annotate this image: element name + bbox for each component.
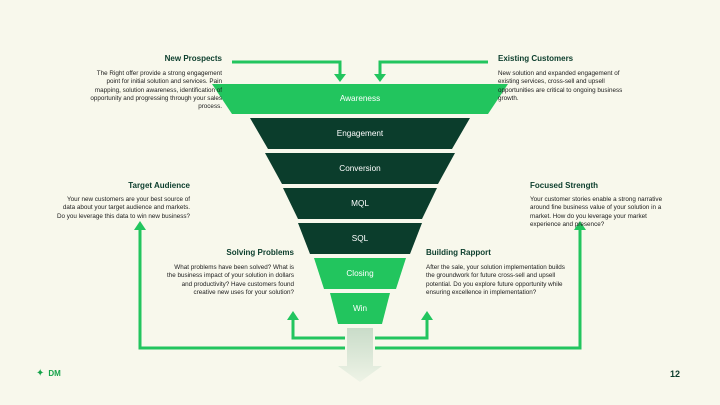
arrow-loop-left bbox=[138, 228, 345, 350]
stage-label-conversion: Conversion bbox=[339, 164, 381, 173]
funnel-layer-conversion bbox=[265, 153, 455, 184]
arrow-existing-customers bbox=[378, 60, 488, 76]
focused-strength-title: Focused Strength bbox=[530, 181, 599, 190]
logo-text: DM bbox=[48, 369, 61, 378]
arrow-inner-left bbox=[291, 318, 345, 340]
down-arrow-shape bbox=[338, 328, 382, 382]
arrow-loop-right bbox=[375, 228, 582, 350]
funnel-layer-win bbox=[330, 293, 390, 324]
funnel-layer-engagement bbox=[250, 118, 470, 149]
stage-label-closing: Closing bbox=[346, 269, 374, 278]
arrowhead-existing-customers bbox=[374, 74, 386, 82]
funnel-layer-awareness bbox=[212, 84, 508, 114]
funnel-layer-closing bbox=[314, 258, 406, 289]
building-rapport-text: After the sale, your solution implementa… bbox=[426, 264, 565, 296]
solving-problems-text: What problems have been solved? What is … bbox=[166, 264, 294, 296]
new-prospects-text: The Right offer provide a strong engagem… bbox=[90, 70, 222, 111]
arrowhead-loop-right bbox=[574, 221, 586, 230]
arrow-new-prospects bbox=[232, 60, 342, 76]
new-prospects-title: New Prospects bbox=[164, 54, 222, 63]
target-audience-title: Target Audience bbox=[128, 181, 190, 190]
building-rapport-title: Building Rapport bbox=[426, 248, 491, 257]
solving-problems-title: Solving Problems bbox=[226, 248, 294, 257]
sparkle-icon: ✦ bbox=[36, 368, 45, 379]
page-number: 12 bbox=[669, 369, 680, 379]
arrowhead-inner-right bbox=[421, 311, 433, 320]
logo: ✦ DM bbox=[36, 368, 61, 379]
existing-customers-text: New solution and expanded engagement of … bbox=[498, 70, 623, 102]
target-audience-text: Your new customers are your best source … bbox=[56, 196, 190, 220]
stage-label-sql: SQL bbox=[351, 234, 369, 243]
existing-customers-title: Existing Customers bbox=[498, 54, 574, 63]
funnel-layer-sql bbox=[298, 223, 422, 254]
stage-label-engagement: Engagement bbox=[336, 129, 384, 138]
arrowhead-loop-left bbox=[134, 221, 146, 230]
stage-label-awareness: Awareness bbox=[339, 94, 381, 103]
stage-label-win: Win bbox=[352, 304, 368, 313]
arrow-inner-right bbox=[375, 318, 429, 340]
stage-label-mql: MQL bbox=[351, 199, 369, 208]
focused-strength-text: Your customer stories enable a strong na… bbox=[530, 196, 663, 228]
arrowhead-inner-left bbox=[287, 311, 299, 320]
funnel-layer-mql bbox=[283, 188, 437, 219]
arrowhead-new-prospects bbox=[334, 74, 346, 82]
